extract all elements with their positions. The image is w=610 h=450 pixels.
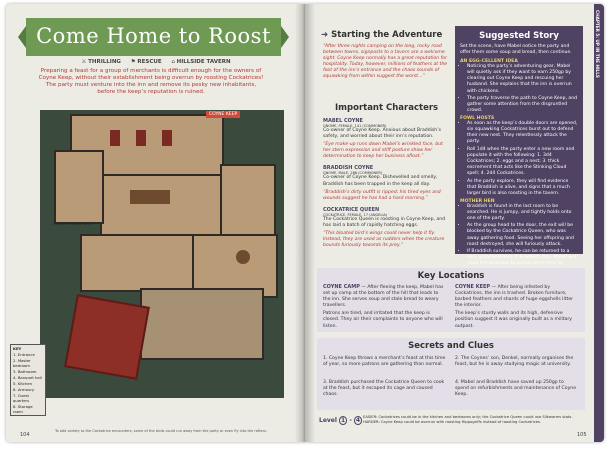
map-room-bedroom <box>54 150 104 224</box>
chapter-tab-label: CHAPTER 5: UP IN THE HILLS <box>595 10 600 78</box>
book-spread: Come Home to Roost ⚔ THRILLING ⚑ RESCUE … <box>6 4 604 444</box>
tag-hillside: ⌂ HILLSIDE TAVERN <box>171 59 231 65</box>
intro-text: Preparing a feast for a group of merchan… <box>38 68 264 95</box>
location-entry: COYNE KEEP — After being infested by Coc… <box>455 284 574 329</box>
map-bed <box>110 130 120 146</box>
scale-square <box>42 222 52 232</box>
arrow-icon: ➜ <box>321 30 329 40</box>
secret-item: 2. The Coynes’ son, Denkel, normally org… <box>455 356 574 368</box>
level-indicator: Level 1 - 4 <box>319 416 363 425</box>
map-room-hall <box>100 174 224 238</box>
characters-title: Important Characters <box>335 103 439 113</box>
starting-title: ➜ Starting the Adventure <box>321 30 443 40</box>
story-title: Suggested Story <box>479 31 559 41</box>
difficulty-notes: EASIER: Cockatrices could be in the kitc… <box>363 415 575 424</box>
left-page: Come Home to Roost ⚔ THRILLING ⚑ RESCUE … <box>6 4 305 442</box>
map-room-armoury <box>80 234 194 292</box>
page-number-left: 104 <box>20 432 30 438</box>
key-item: 1. Entrance <box>13 352 35 357</box>
key-item: 3. Bathroom <box>13 369 37 374</box>
map-roof <box>64 294 150 380</box>
character-entry: COCKATRICE QUEEN COCKATRICE, FEMALE, 17 … <box>323 206 446 249</box>
secrets-title: Secrets and Clues <box>408 341 494 351</box>
tag-thrilling: ⚔ THRILLING <box>81 59 121 65</box>
map-barrel <box>236 250 250 264</box>
starting-text: “After three nights camping on the long,… <box>323 44 448 80</box>
book-gutter <box>295 4 315 442</box>
story-section: FOWL HOSTS As soon as the keep’s double … <box>460 116 578 197</box>
key-title: KEY <box>13 346 22 351</box>
adventure-title: Come Home to Roost <box>36 24 271 48</box>
map-bed <box>136 130 146 146</box>
key-item: 5. Kitchen <box>13 381 33 386</box>
title-banner: Come Home to Roost <box>18 18 289 56</box>
map-room-kitchen <box>220 164 276 238</box>
chapter-tab: CHAPTER 5: UP IN THE HILLS <box>594 4 604 442</box>
secret-item: 4. Mabel and Braddish have saved up 250g… <box>455 380 577 398</box>
map-yard <box>140 288 264 360</box>
key-item: 6. Armoury <box>13 387 35 392</box>
story-intro: Set the scene, have Mabel notice the par… <box>460 44 572 56</box>
map-label: COYNE KEEP <box>206 111 241 118</box>
suggested-story-box: Suggested Story Set the scene, have Mabe… <box>455 26 583 273</box>
locations-title: Key Locations <box>417 271 485 281</box>
character-entry: BRADDISH COYNE GNOME, MALE, 286 (COMMONE… <box>323 165 441 201</box>
key-locations-section: Key Locations COYNE CAMP — After fleeing… <box>317 268 585 332</box>
key-item: 4. Banquet hall <box>13 375 42 380</box>
character-entry: MABEL COYNE GNOME, FEMALE, 141 (COMMONER… <box>323 118 443 160</box>
battle-map <box>40 110 284 398</box>
key-item: 2. Master bedroom <box>13 358 31 368</box>
map-key: KEY 1. Entrance 2. Master bedroom 3. Bat… <box>10 344 46 416</box>
easier-note: EASIER: Cockatrices could be in the kitc… <box>363 415 573 419</box>
secrets-section: Secrets and Clues 1. Coyne Keep throws a… <box>317 338 585 410</box>
harder-note: HARDER: Coyne Keep could be overrun with… <box>363 419 542 424</box>
map-table <box>130 190 170 204</box>
story-section: MOTHER HEN Braddish is found in the last… <box>460 199 578 274</box>
key-item: 7. Guest quarters <box>13 393 30 403</box>
story-section: AN EGG-CELLENT IDEA Noticing the party’s… <box>460 59 578 114</box>
footer-note: To add variety to the Cockatrice encount… <box>54 429 268 433</box>
key-item: 8. Storage room <box>13 404 33 414</box>
tag-rescue: ⚑ RESCUE <box>130 59 162 65</box>
secret-item: 3. Braddish purchased the Cockatrice Que… <box>323 380 445 398</box>
scale-note: 1 square is equal to 5 ft <box>52 222 94 226</box>
page-number-right: 105 <box>577 432 587 438</box>
map-bed <box>162 130 172 146</box>
right-page: CHAPTER 5: UP IN THE HILLS ➜ Starting th… <box>305 4 604 442</box>
secret-item: 1. Coyne Keep throws a merchant’s feast … <box>323 356 446 368</box>
location-entry: COYNE CAMP — After fleeing the keep, Mab… <box>323 284 444 329</box>
characters-list: MABEL COYNE GNOME, FEMALE, 141 (COMMONER… <box>323 118 451 249</box>
tag-row: ⚔ THRILLING ⚑ RESCUE ⌂ HILLSIDE TAVERN <box>26 59 286 65</box>
